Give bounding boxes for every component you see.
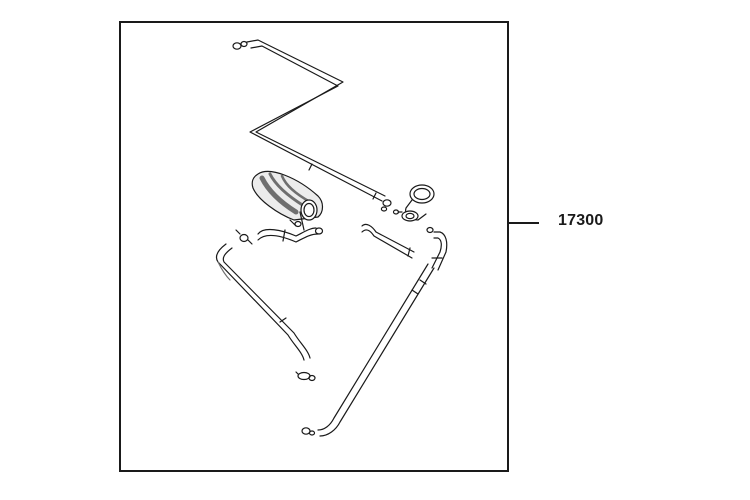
hose-clip-lower-left [295, 371, 316, 382]
short-hose-center [257, 227, 324, 243]
right-elbow-hose [426, 226, 448, 271]
hose-clip-top [232, 40, 248, 50]
charcoal-canister [251, 170, 324, 231]
diagram-frame [119, 21, 509, 472]
upper-hose [246, 39, 386, 202]
callout-leader-line [509, 222, 539, 224]
hose-clip-bottom [301, 427, 316, 436]
hose-clip-center-left [235, 229, 253, 245]
purge-valve [392, 184, 435, 222]
long-diagonal-hose [317, 263, 435, 437]
lower-left-hose [215, 243, 311, 361]
part-number-label: 17300 [558, 212, 604, 229]
right-short-hose [361, 223, 415, 259]
hose-clip-upper-right [380, 199, 392, 212]
